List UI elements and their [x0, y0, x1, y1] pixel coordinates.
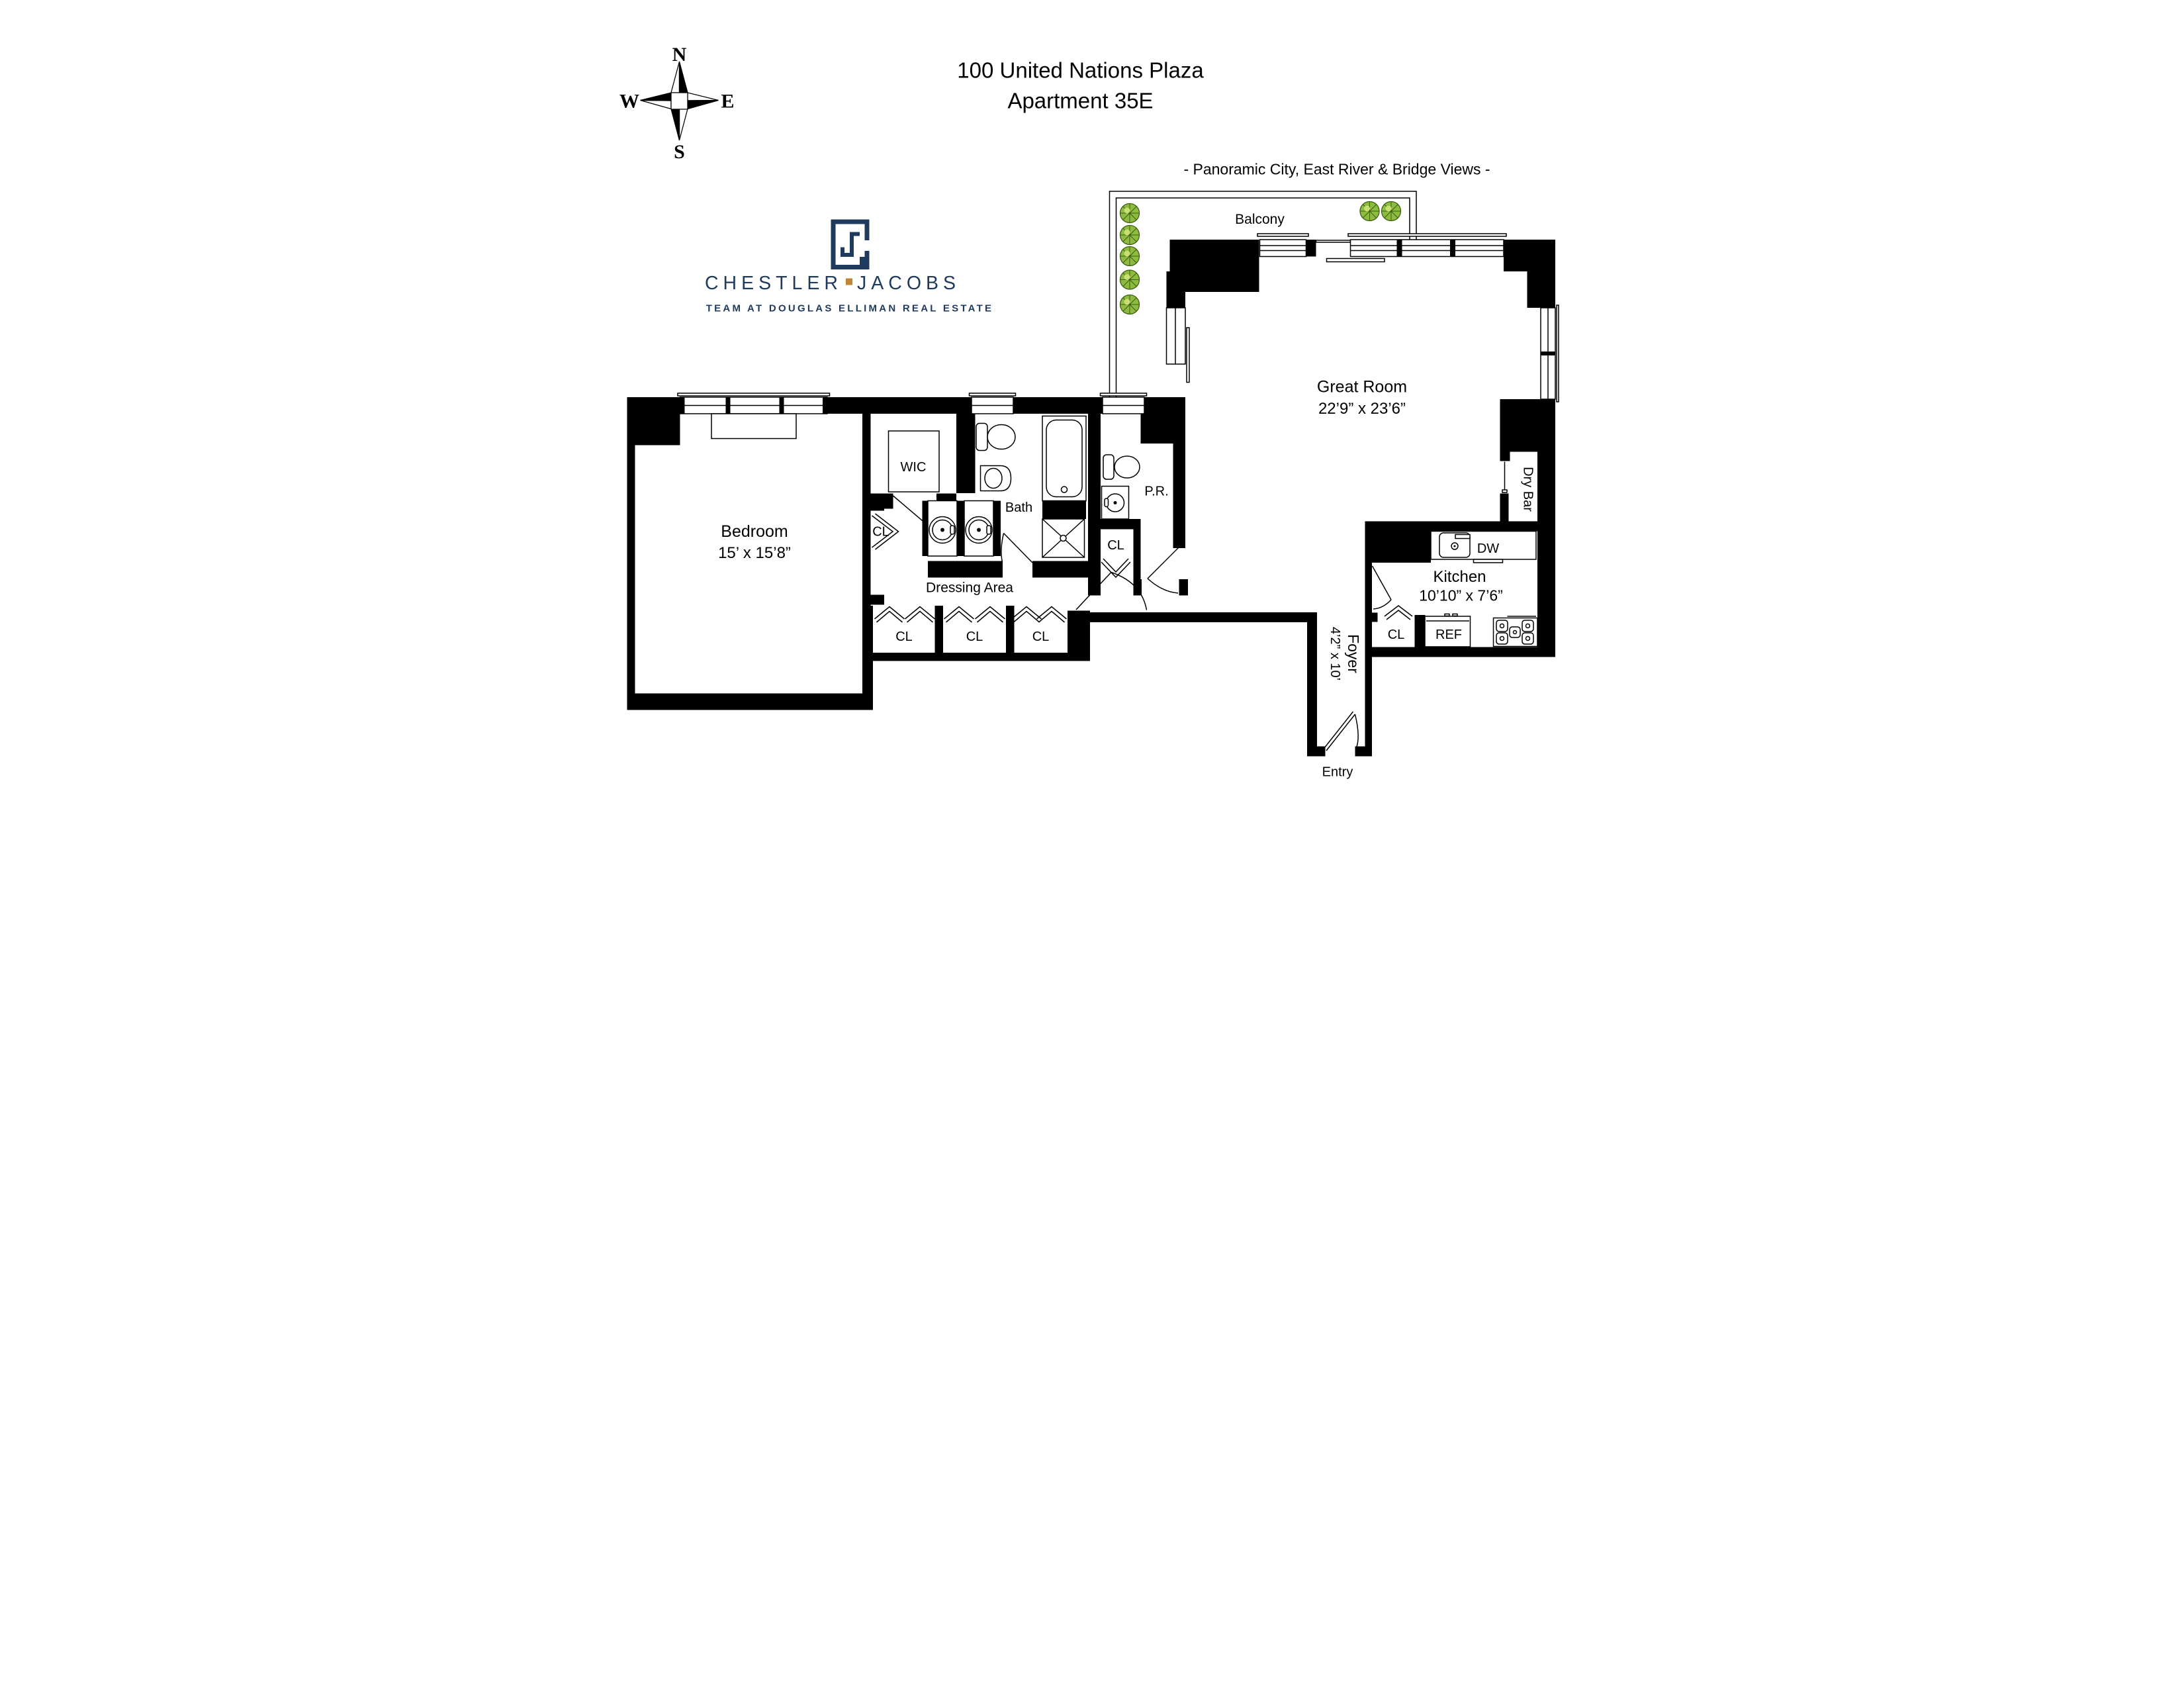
logo-dot — [846, 278, 852, 285]
windows — [677, 233, 1559, 440]
dressing-area-label: Dressing Area — [926, 581, 1013, 596]
logo-mark-icon — [831, 219, 870, 269]
kitchen-closet-door — [1384, 605, 1413, 620]
bath-toilet — [976, 422, 1016, 451]
bathtub — [1042, 415, 1087, 502]
floorplan-sheet: 100 United Nations Plaza Apartment 35E -… — [546, 0, 1638, 844]
balcony-outline — [1109, 191, 1417, 397]
title-line1: 100 United Nations Plaza — [957, 58, 1204, 83]
foyer-label: Foyer — [1345, 634, 1362, 673]
wic-closet-rod — [887, 430, 940, 492]
refrigerator-label: REF — [1435, 628, 1462, 642]
stove — [1492, 616, 1538, 647]
logo-word-right: JACOBS — [857, 273, 960, 294]
tree-icon — [1119, 203, 1140, 224]
compass-south-point — [670, 108, 680, 141]
bath-label: Bath — [1005, 500, 1032, 515]
doors — [872, 495, 1413, 751]
walls — [627, 240, 1555, 757]
pr-closet-door — [1101, 558, 1131, 579]
pr-toilet — [1103, 454, 1140, 480]
balcony-door-leaf — [1326, 258, 1385, 263]
closet-label-4: CL — [966, 630, 983, 644]
dressing-area-door — [1075, 571, 1148, 610]
kitchen-door — [1371, 565, 1392, 610]
compass-east-point — [687, 99, 719, 110]
compass-n-label: N — [672, 44, 687, 66]
entry-label: Entry — [1322, 765, 1353, 780]
hall-closet-doors — [874, 606, 1067, 623]
balcony-label: Balcony — [1235, 212, 1285, 227]
compass-s-label: S — [674, 141, 685, 163]
refrigerator — [1424, 613, 1471, 647]
foyer-dims: 4’2” x 10’ — [1328, 627, 1342, 680]
compass-w-label: W — [619, 91, 639, 113]
west-door-leaf — [1186, 327, 1190, 383]
brokerage-logo: CHESTLER JACOBS TEAM AT DOUGLAS ELLIMAN … — [705, 219, 994, 314]
logo-tagline: TEAM AT DOUGLAS ELLIMAN REAL ESTATE — [706, 303, 994, 314]
powder-room-door — [1147, 546, 1180, 594]
kitchen-label: Kitchen — [1433, 568, 1486, 586]
closet-label-5: CL — [1032, 630, 1050, 644]
closet-label-2: CL — [1107, 538, 1124, 553]
closet-label-3: CL — [895, 630, 913, 644]
balcony-plants — [1119, 201, 1402, 315]
wic-label: WIC — [901, 460, 927, 475]
window-seat — [711, 413, 797, 440]
compass-rose: N S W E — [619, 44, 735, 163]
bedroom-dims: 15’ x 15’8” — [718, 544, 791, 562]
fixtures — [887, 415, 1538, 647]
pr-label: P.R. — [1144, 485, 1168, 499]
bath-door — [1001, 532, 1033, 563]
vanity-sink-2 — [964, 500, 994, 557]
page-title: 100 United Nations Plaza Apartment 35E -… — [957, 58, 1490, 178]
subtitle: - Panoramic City, East River & Bridge Vi… — [1183, 161, 1490, 178]
logo-word-left: CHESTLER — [705, 273, 842, 294]
bedroom-label: Bedroom — [721, 522, 788, 541]
closet-label-1: CL — [872, 525, 889, 539]
title-line2: Apartment 35E — [1007, 89, 1153, 113]
compass-e-label: E — [721, 91, 734, 113]
great-room-dims: 22’9” x 23’6” — [1318, 400, 1406, 418]
closet-door-left — [872, 513, 899, 550]
dry-bar-label: Dry Bar — [1521, 467, 1535, 512]
dry-bar-counter — [1502, 461, 1508, 493]
great-room-label: Great Room — [1317, 378, 1407, 397]
compass-north-point — [678, 61, 688, 93]
closet-label-6: CL — [1388, 628, 1405, 642]
room-labels: Balcony Great Room 22’9” x 23’6” Bedroom… — [718, 212, 1535, 780]
kitchen-dims: 10’10” x 7’6” — [1419, 587, 1503, 604]
dishwasher-label: DW — [1477, 541, 1499, 556]
kitchen-sink-counter — [1430, 530, 1537, 563]
entry-door — [1324, 711, 1359, 751]
vanity-sink-1 — [927, 500, 958, 557]
compass-west-point — [640, 92, 672, 101]
pr-sink — [1101, 485, 1130, 520]
bath-toilet-2 — [979, 465, 1012, 492]
shower — [1042, 518, 1085, 558]
